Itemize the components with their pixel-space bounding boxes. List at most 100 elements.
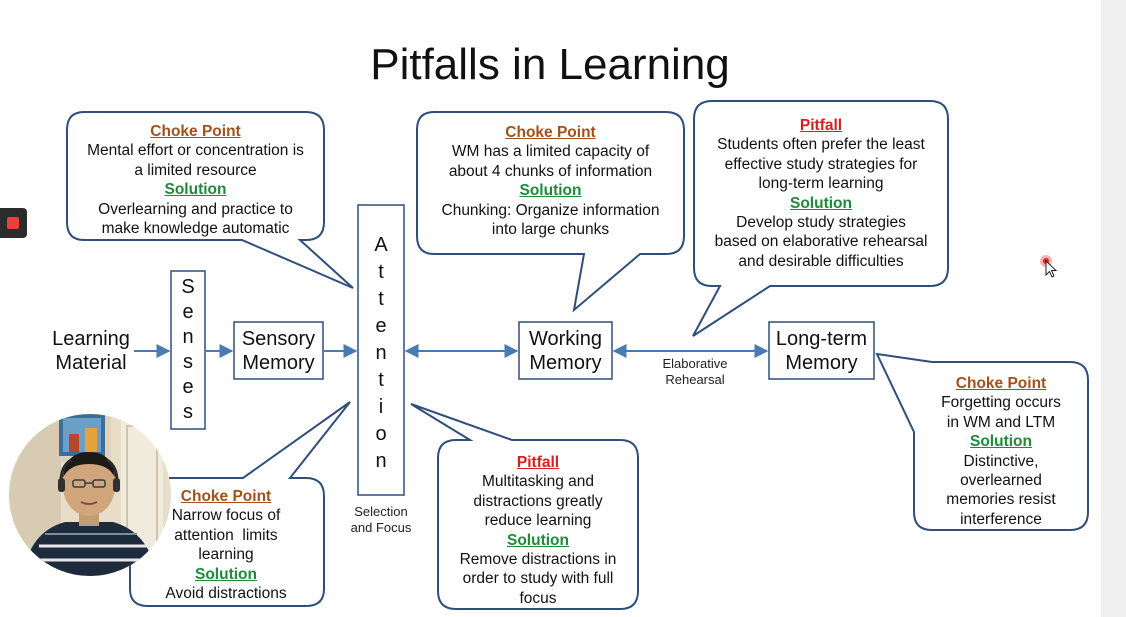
attention-letter: A: [374, 234, 388, 256]
elaborative-rehearsal-label: Elaborative Rehearsal: [650, 356, 740, 388]
solution-line: Chunking: Organize information: [441, 201, 660, 219]
bubble-choke-working-memory: [416, 111, 685, 313]
pitfall-header: Pitfall: [516, 454, 560, 471]
solution-line: Remove distractions in: [459, 551, 617, 569]
solution-line: based on elaborative rehearsal: [714, 233, 928, 251]
choke-point-header: Choke Point: [955, 375, 1047, 392]
long-term-memory-line2: Memory: [785, 352, 858, 374]
page-title: Pitfalls in Learning: [370, 40, 730, 89]
bubble-text-narrow-focus: Choke Point Narrow focus of attention li…: [148, 487, 304, 603]
solution-line: Distinctive,: [963, 452, 1039, 470]
bubble-choke-forgetting: [875, 352, 1089, 531]
solution-line: and desirable difficulties: [738, 252, 904, 270]
problem-line: Multitasking and: [481, 473, 594, 491]
learning-material-line1: Learning: [52, 328, 130, 350]
solution-header: Solution: [790, 194, 852, 212]
problem-line: effective study strategies for: [724, 155, 918, 173]
selection-line1: Selection: [354, 504, 408, 519]
solution-line: overlearned: [960, 472, 1042, 490]
bubble-pitfall-study-strategies: [692, 100, 949, 337]
sensory-memory-line2: Memory: [242, 352, 315, 374]
solution-line: order to study with full: [462, 570, 614, 588]
cursor-icon: [1040, 255, 1058, 278]
elaborative-line1: Elaborative: [662, 356, 728, 371]
pitfall-header: Pitfall: [799, 117, 843, 134]
problem-line: learning: [198, 546, 254, 564]
working-memory-line1: Working: [529, 328, 602, 350]
right-edge-strip: [1101, 0, 1126, 617]
bubble-pitfall-multitasking: [410, 403, 639, 610]
problem-line: a limited resource: [134, 161, 257, 179]
attention-letter: t: [378, 288, 384, 310]
senses-letter: s: [183, 351, 193, 373]
solution-header: Solution: [195, 565, 257, 583]
solution-header: Solution: [507, 531, 569, 549]
solution-header: Solution: [519, 182, 582, 200]
attention-letter: t: [378, 369, 384, 391]
working-memory-label: Working Memory: [519, 327, 612, 375]
problem-line: in WM and LTM: [946, 413, 1056, 431]
learning-material-label: Learning Material: [48, 327, 134, 375]
sensory-memory-line1: Sensory: [241, 328, 316, 350]
selection-line2: and Focus: [350, 520, 412, 535]
webcam-video: [9, 414, 171, 576]
solution-header: Solution: [970, 433, 1032, 451]
attention-letter: o: [375, 423, 387, 445]
senses-label: S e n s e s: [171, 275, 205, 425]
solution-line: into large chunks: [491, 221, 610, 239]
problem-line: distractions greatly: [473, 492, 603, 510]
solution-line: memories resist: [946, 491, 1056, 509]
problem-line: long-term learning: [758, 175, 884, 193]
choke-point-header: Choke Point: [505, 124, 596, 141]
solution-line: make knowledge automatic: [101, 220, 290, 238]
problem-line: Narrow focus of: [171, 507, 281, 525]
sensory-memory-label: Sensory Memory: [234, 327, 323, 375]
senses-letter: S: [181, 276, 195, 298]
senses-letter: n: [182, 326, 194, 348]
bubble-text-study-strategies: Pitfall Students often prefer the least …: [694, 116, 948, 271]
problem-line: Forgetting occurs: [941, 394, 1061, 412]
attention-letter: n: [375, 450, 387, 472]
problem-line: about 4 chunks of information: [448, 162, 653, 180]
senses-letter: s: [183, 401, 193, 423]
senses-letter: e: [182, 376, 194, 398]
webcam-scene: [9, 414, 171, 576]
solution-line: focus: [519, 589, 557, 607]
problem-line: Students often prefer the least: [717, 136, 925, 154]
problem-line: Mental effort or concentration is: [87, 142, 304, 160]
solution-line: interference: [960, 510, 1042, 528]
senses-box: [170, 270, 206, 430]
long-term-memory-box: [768, 321, 875, 380]
solution-line: Avoid distractions: [165, 585, 287, 603]
attention-letter: i: [378, 396, 384, 418]
bubble-text-forgetting: Choke Point Forgetting occurs in WM and …: [914, 374, 1088, 529]
bubble-text-working-memory: Choke Point WM has a limited capacity of…: [417, 123, 684, 239]
learning-material-line2: Material: [55, 352, 127, 374]
long-term-memory-line1: Long-term: [775, 328, 868, 350]
solution-header: Solution: [164, 181, 227, 199]
elaborative-line2: Rehearsal: [665, 372, 725, 387]
problem-line: attention limits: [174, 526, 278, 544]
attention-letter: n: [375, 342, 387, 364]
bubble-text-effort: Choke Point Mental effort or concentrati…: [67, 122, 324, 238]
choke-point-header: Choke Point: [180, 488, 272, 505]
working-memory-box: [518, 321, 613, 380]
sensory-memory-box: [233, 321, 324, 380]
long-term-memory-label: Long-term Memory: [769, 327, 874, 375]
attention-box: [357, 204, 405, 496]
attention-letter: e: [375, 315, 387, 337]
attention-letter: t: [378, 261, 384, 283]
record-icon[interactable]: [0, 208, 27, 238]
working-memory-line2: Memory: [529, 352, 602, 374]
problem-line: reduce learning: [484, 512, 592, 530]
senses-letter: e: [182, 301, 194, 323]
bubble-choke-attention-effort: [66, 111, 354, 289]
selection-focus-label: Selection and Focus: [340, 504, 422, 536]
solution-line: Develop study strategies: [736, 214, 906, 232]
solution-line: Overlearning and practice to: [98, 200, 293, 218]
bubble-text-multitasking: Pitfall Multitasking and distractions gr…: [438, 453, 638, 608]
attention-label: A t t e n t i o n: [358, 232, 404, 475]
problem-line: WM has a limited capacity of: [451, 143, 650, 161]
choke-point-header: Choke Point: [150, 123, 241, 140]
